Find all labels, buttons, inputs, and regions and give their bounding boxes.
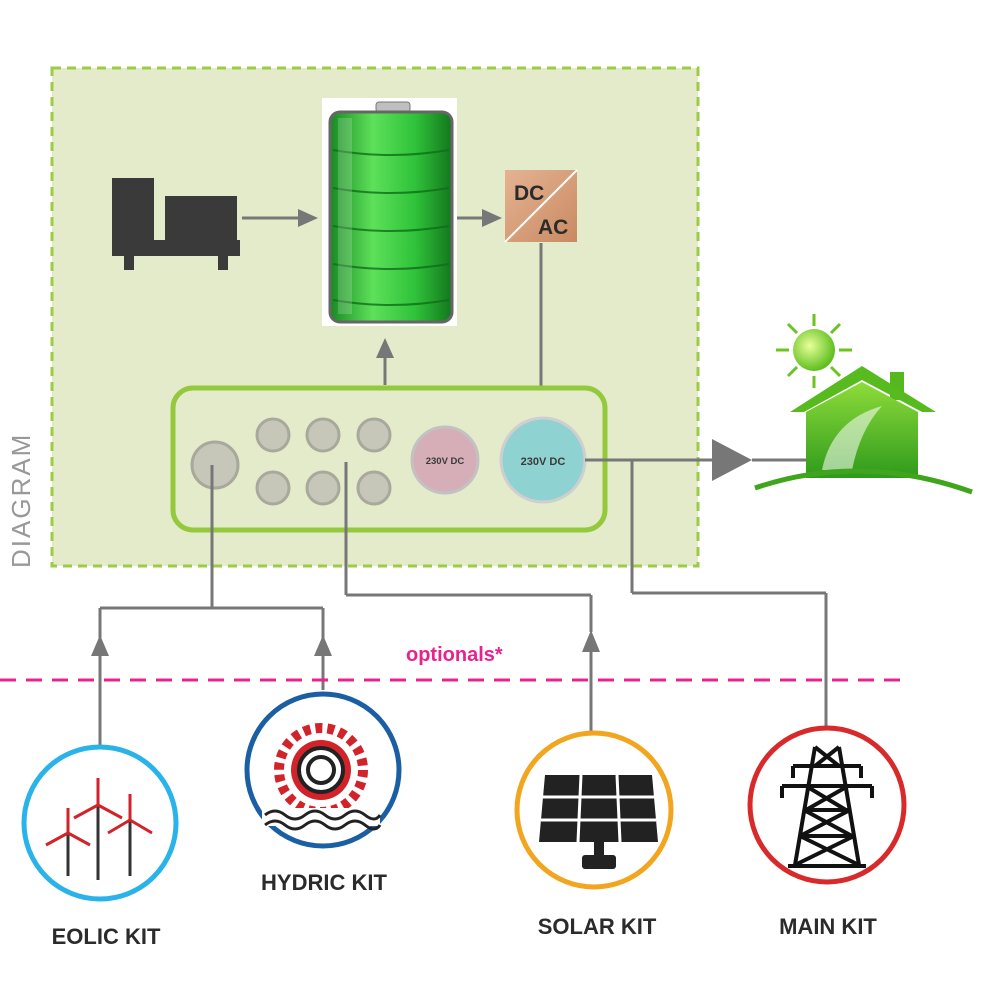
eolic-kit (21, 744, 179, 902)
solar-kit (514, 730, 674, 890)
converter-ac-label: AC (538, 216, 568, 239)
eco-house-icon (754, 314, 973, 495)
converter-dc-label: DC (514, 182, 544, 205)
hydric-arrow-head (314, 635, 332, 656)
main-kit (747, 725, 907, 885)
port-230v-dc-b-label: 230V DC (521, 456, 566, 468)
eolic-arrow-head (91, 635, 109, 656)
panel-ports (190, 417, 392, 506)
generator-arrow-head (298, 209, 318, 227)
main-kit-label: MAIN KIT (779, 914, 877, 939)
wind-turbine-icon (45, 778, 153, 880)
solar-kit-label: SOLAR KIT (538, 914, 657, 939)
kit-wiring (98, 460, 828, 746)
panel-to-battery-arrow-head (376, 338, 394, 358)
port-230v-dc-a-label: 230V DC (426, 456, 465, 467)
solar-panel-icon (539, 774, 658, 869)
optionals-label: optionals* (406, 644, 503, 666)
battery-icon (322, 98, 457, 326)
hydric-kit-label: HYDRIC KIT (261, 870, 387, 895)
side-label: DIAGRAM (6, 433, 36, 568)
power-tower-icon (780, 745, 874, 868)
eolic-kit-label: EOLIC KIT (52, 924, 161, 949)
hydric-kit (244, 691, 402, 849)
water-wheel-icon (262, 723, 382, 831)
port-230v-dc-a (410, 425, 480, 495)
generator-icon (112, 178, 240, 270)
solar-arrow-head (582, 630, 600, 652)
output-arrow-head (712, 439, 752, 481)
battery-arrow-head (482, 209, 502, 227)
dc-ac-converter: DC AC (504, 169, 578, 243)
connector-lines (383, 243, 543, 412)
